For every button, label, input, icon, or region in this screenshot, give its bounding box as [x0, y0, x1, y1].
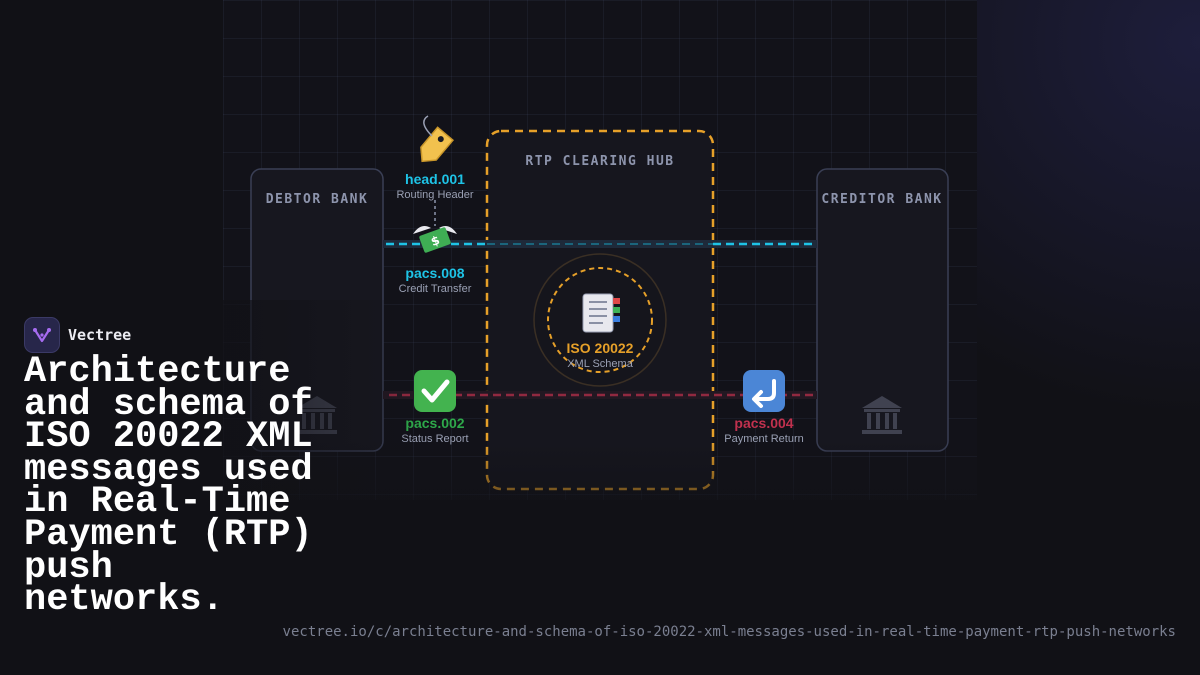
message-pacs008-desc: Credit Transfer: [399, 283, 472, 295]
message-head001-id: head.001: [405, 171, 465, 187]
schema-core-subtitle: XML Schema: [567, 358, 634, 370]
tag-string: [423, 115, 433, 137]
clearing-hub-label: RTP CLEARING HUB: [525, 154, 674, 169]
brand[interactable]: Vectree: [24, 317, 131, 353]
creditor-bank-label: CREDITOR BANK: [821, 192, 942, 207]
message-pacs004-id: pacs.004: [734, 415, 793, 431]
vectree-logo-icon: [24, 317, 60, 353]
bank-icon: [862, 396, 902, 434]
page-title: Architecture and schema of ISO 20022 XML…: [24, 351, 313, 622]
message-pacs008-id: pacs.008: [405, 265, 464, 281]
debtor-bank-label: DEBTOR BANK: [266, 192, 369, 207]
creditor-bank-box: [816, 168, 949, 452]
page-url[interactable]: vectree.io/c/architecture-and-schema-of-…: [282, 624, 1176, 640]
schema-core-inner-ring: [547, 267, 653, 373]
check-icon: [414, 370, 456, 412]
return-arrow-icon: [743, 370, 785, 412]
message-pacs002-id: pacs.002: [405, 415, 464, 431]
message-head001-desc: Routing Header: [396, 189, 473, 201]
schema-core-title: ISO 20022: [567, 340, 634, 356]
brand-name: Vectree: [68, 326, 132, 344]
tag-icon: [420, 126, 455, 163]
bottom-fade-overlay: [0, 440, 1200, 675]
document-icon: [582, 293, 620, 333]
money-wings-icon: $: [413, 226, 457, 253]
